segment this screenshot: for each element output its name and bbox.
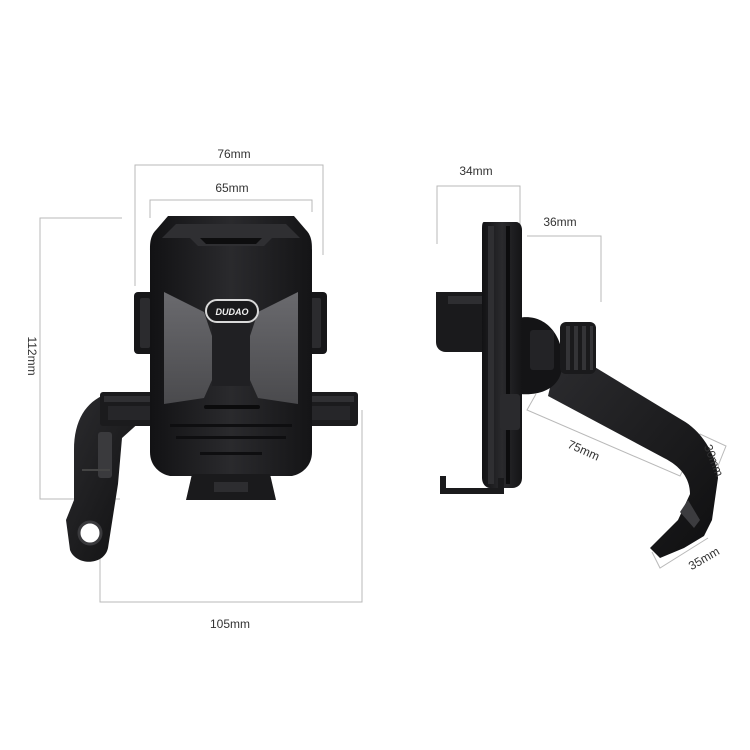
side-holder-body xyxy=(482,222,522,488)
bottom-hook xyxy=(440,476,504,494)
brand-logo-text: DUDAO xyxy=(216,307,249,317)
label-front-height: 112mm xyxy=(25,336,39,375)
brand-logo: DUDAO xyxy=(205,299,259,323)
label-front-inner-width: 65mm xyxy=(215,181,248,195)
label-front-outer-width: 76mm xyxy=(217,147,250,161)
label-front-base-width: 105mm xyxy=(210,617,250,631)
mirror-mount-arm xyxy=(66,394,142,562)
adjustment-knob xyxy=(560,322,596,374)
side-view: 34mm 36mm 75mm 30mm 35mm xyxy=(436,164,727,573)
label-arm-length: 75mm xyxy=(566,437,602,463)
side-mount-arm xyxy=(548,352,718,558)
phone-holder-body xyxy=(150,216,312,500)
dimension-lines-front xyxy=(39,164,363,603)
front-view: DUDAO 76mm 65mm 112mm 105mm xyxy=(25,147,363,631)
label-side-depth: 34mm xyxy=(459,164,492,178)
label-side-knob: 36mm xyxy=(543,215,576,229)
ball-joint xyxy=(518,317,563,395)
